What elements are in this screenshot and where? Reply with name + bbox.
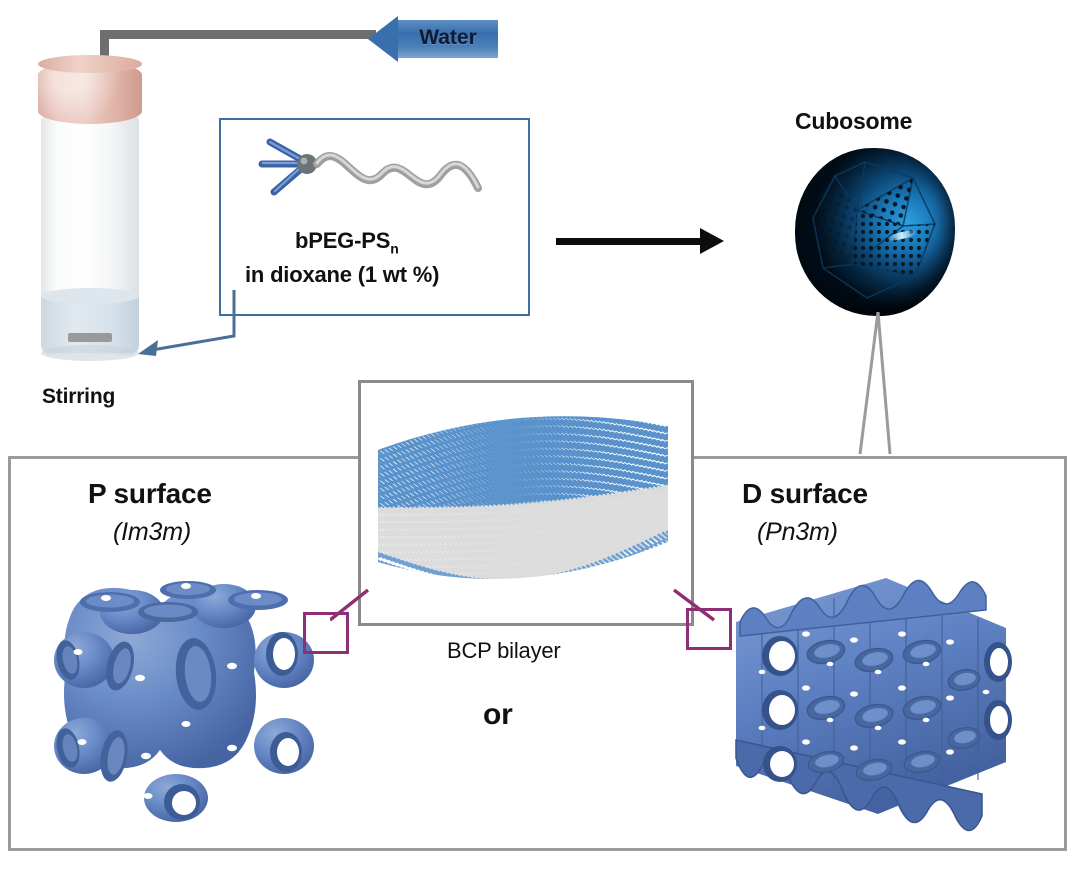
water-tube-vertical	[100, 30, 109, 72]
p-surface-space-group: (Im3m)	[113, 518, 191, 546]
polymer-name-label: bPEG-PSn	[295, 228, 399, 256]
vial-liquid	[41, 295, 139, 353]
reaction-vial	[38, 55, 142, 361]
water-arrow-head-icon	[368, 16, 398, 62]
cubosome-pore-lattice	[813, 176, 935, 276]
p-surface-structure	[54, 581, 314, 822]
process-arrow-head-icon	[700, 228, 724, 254]
polymer-solvent-label: in dioxane (1 wt %)	[245, 262, 440, 287]
d-surface-callout-leader	[672, 588, 716, 622]
p-surface-callout-leader	[330, 588, 370, 622]
magnetic-stir-bar	[68, 333, 112, 342]
water-tube-horizontal	[100, 30, 376, 39]
bcp-bilayer-label: BCP bilayer	[447, 638, 561, 663]
cubosome-particle	[795, 148, 955, 316]
water-inlet-arrow: Water	[368, 16, 498, 62]
vial-base-rim	[41, 345, 139, 361]
d-surface-detail-callout	[686, 608, 732, 650]
d-surface-title: D surface	[742, 478, 868, 509]
d-surface-space-group: (Pn3m)	[757, 518, 838, 546]
polymer-name-text: bPEG-PS	[295, 228, 391, 253]
polymer-solution-box	[219, 118, 530, 316]
bcp-bilayer-illustration	[378, 416, 668, 579]
vial-liquid-surface	[41, 288, 139, 304]
water-label: Water	[419, 26, 477, 49]
polymer-to-vial-arrow	[138, 290, 236, 356]
process-arrow-line	[556, 238, 704, 245]
cubosome-to-panel-pointer	[858, 312, 892, 455]
or-connector-label: or	[483, 698, 513, 731]
vial-cap-top-ellipse	[38, 55, 142, 73]
d-surface-structure	[735, 578, 1012, 832]
polymer-name-subscript: n	[390, 240, 399, 257]
bpeg-ps-molecule-icon	[258, 138, 482, 196]
p-surface-detail-callout	[303, 612, 349, 654]
cubosome-label: Cubosome	[795, 108, 913, 134]
stirring-label: Stirring	[42, 385, 116, 408]
p-surface-title: P surface	[88, 478, 212, 509]
water-arrow-body	[396, 20, 498, 58]
